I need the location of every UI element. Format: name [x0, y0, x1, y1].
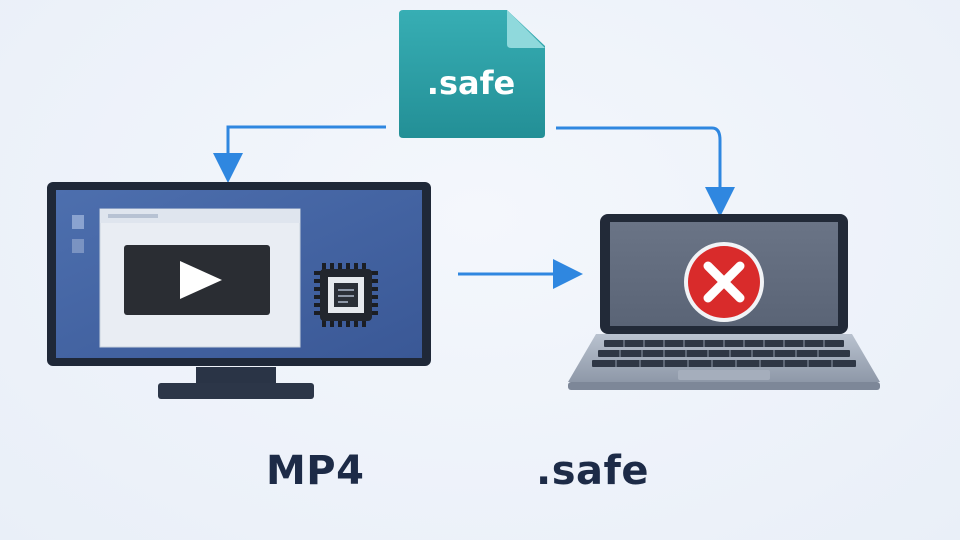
desktop-monitor	[46, 181, 432, 403]
chip-icon	[312, 261, 380, 329]
safe-file-icon: .safe	[397, 8, 549, 140]
caption-safe: .safe	[536, 448, 650, 494]
play-icon	[180, 261, 222, 299]
video-player	[124, 245, 270, 315]
arrow-file-to-laptop	[556, 126, 735, 217]
caption-mp4: MP4	[266, 448, 365, 494]
arrow-file-to-desktop	[213, 125, 386, 183]
laptop	[566, 212, 882, 394]
file-extension-label: .safe	[426, 64, 516, 102]
error-x-icon	[674, 236, 774, 336]
